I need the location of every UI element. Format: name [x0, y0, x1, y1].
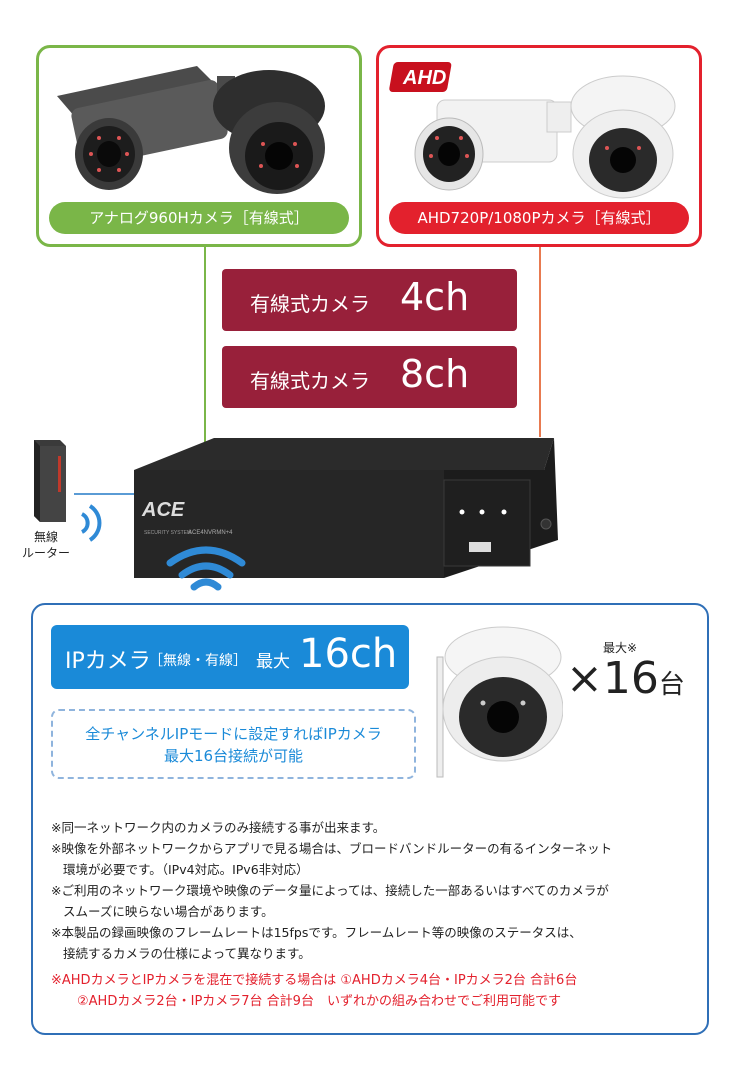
recorder-model: ACE4NVRMN+4	[188, 530, 233, 536]
note-4-cont: 接続するカメラの仕様によって異なります。	[63, 946, 311, 961]
router-wifi-icon	[80, 504, 102, 542]
note-mixed-2: ②AHDカメラ2台・IPカメラ7台 合計9台 いずれかの組み合わせでご利用可能で…	[77, 994, 561, 1009]
ip-camera-subtitle: ［無線・有線］	[149, 653, 247, 669]
ahd-logo-icon: AHD	[389, 62, 452, 92]
recorder-brand: ACE	[141, 499, 185, 521]
router-icon	[34, 440, 66, 522]
recorder-image: ACE SECURITY SYSTEM ACE4NVRMN+4	[134, 438, 558, 578]
svg-text:AHD: AHD	[402, 67, 446, 89]
ahd-camera-caption: AHD720P/1080Pカメラ［有線式］	[389, 202, 689, 234]
ahd-camera-image: AHD	[389, 62, 676, 199]
router-label: 無線 ルーター	[21, 530, 70, 560]
ahd-camera-card: AHD AHD720P/1080Pカメラ［有線式］	[376, 45, 702, 247]
ip-camera-title-bar: IPカメラ ［無線・有線］ 最大 16ch	[51, 625, 409, 689]
channel-badge-label: 有線式カメラ	[250, 369, 370, 393]
analog-connector-line	[204, 247, 206, 457]
note-2-cont: 環境が必要です。（IPv4対応。IPv6非対応）	[63, 862, 309, 877]
note-4: ※本製品の録画映像のフレームレートは15fpsです。フレームレート等の映像のステ…	[51, 925, 582, 940]
note-1: ※同一ネットワーク内のカメラのみ接続する事が出来ます。	[51, 820, 386, 835]
analog-camera-card: アナログ960Hカメラ［有線式］	[36, 45, 362, 247]
ip-camera-title: IPカメラ	[65, 649, 151, 674]
channel-badge-value: 4ch	[400, 275, 470, 319]
analog-camera-image	[57, 66, 325, 194]
ip-max-count: ×16台	[566, 653, 685, 704]
channel-badge-8ch: 有線式カメラ 8ch	[222, 346, 517, 408]
ip-small-max: 最大※	[603, 641, 638, 655]
ip-camera-max-value: 16ch	[299, 631, 398, 677]
note-2: ※映像を外部ネットワークからアプリで見る場合は、ブロードバンドルーターの有るイン…	[51, 841, 613, 856]
wifi-icon	[166, 546, 246, 591]
ip-camera-panel: IPカメラ ［無線・有線］ 最大 16ch 全チャンネルIPモードに設定すればI…	[31, 603, 709, 1035]
router-connector-line	[74, 493, 136, 495]
ahd-connector-line	[539, 247, 541, 437]
channel-badge-value: 8ch	[400, 352, 470, 396]
note-mixed-1: ※AHDカメラとIPカメラを混在で接続する場合は ①AHDカメラ4台・IPカメラ…	[51, 973, 578, 988]
svg-text:SECURITY SYSTEM: SECURITY SYSTEM	[144, 530, 191, 536]
ip-dome-camera-image	[436, 626, 563, 778]
channel-badge-4ch: 有線式カメラ 4ch	[222, 269, 517, 331]
note-3-cont: スムーズに映らない場合があります。	[63, 904, 274, 919]
notes-list: ※同一ネットワーク内のカメラのみ接続する事が出来ます。 ※映像を外部ネットワーク…	[51, 817, 701, 1012]
note-3: ※ご利用のネットワーク環境や映像のデータ量によっては、接続した一部あるいはすべて…	[51, 883, 609, 898]
ip-camera-max-label: 最大	[256, 652, 290, 672]
channel-badge-label: 有線式カメラ	[250, 292, 370, 316]
analog-camera-caption: アナログ960Hカメラ［有線式］	[49, 202, 349, 234]
ip-mode-note: 全チャンネルIPモードに設定すればIPカメラ 最大16台接続が可能	[51, 709, 416, 779]
